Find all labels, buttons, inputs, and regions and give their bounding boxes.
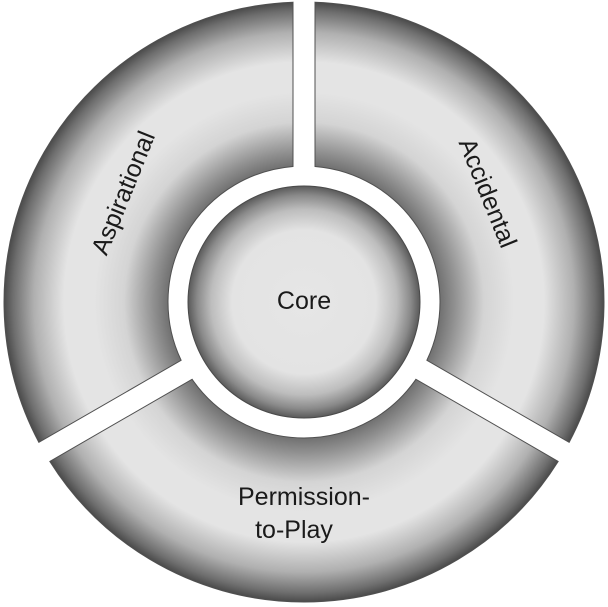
core-label: Core <box>277 287 331 315</box>
segment-permission-to-play <box>49 378 559 603</box>
segment-accidental <box>314 1 605 444</box>
permission-label-line1: Permission- <box>238 483 370 511</box>
permission-label-line2: to-Play <box>255 516 333 544</box>
core-circle <box>187 185 421 419</box>
segment-aspirational <box>3 1 294 444</box>
outer-ring <box>3 1 605 603</box>
